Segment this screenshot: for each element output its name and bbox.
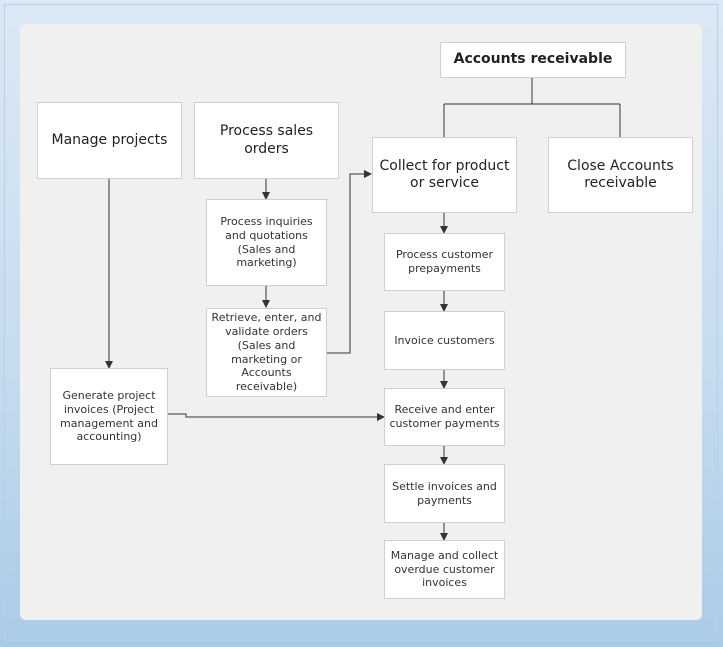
- node-generate-invoices: Generate project invoices (Project manag…: [50, 368, 168, 465]
- node-accounts-receivable: Accounts receivable: [440, 42, 626, 78]
- node-manage-projects: Manage projects: [37, 102, 182, 179]
- node-close-ar: Close Accounts receivable: [548, 137, 693, 213]
- outer-frame: [4, 4, 718, 641]
- node-collect: Collect for product or service: [372, 137, 517, 213]
- node-process-sales-orders: Process sales orders: [194, 102, 339, 179]
- node-process-inquiries: Process inquiries and quotations (Sales …: [206, 199, 327, 286]
- node-process-prepayments: Process customer prepayments: [384, 233, 505, 291]
- node-manage-overdue: Manage and collect overdue customer invo…: [384, 540, 505, 599]
- node-retrieve-orders: Retrieve, enter, and validate orders (Sa…: [206, 308, 327, 397]
- node-receive-payments: Receive and enter customer payments: [384, 388, 505, 446]
- node-settle-invoices: Settle invoices and payments: [384, 464, 505, 523]
- node-invoice-customers: Invoice customers: [384, 311, 505, 370]
